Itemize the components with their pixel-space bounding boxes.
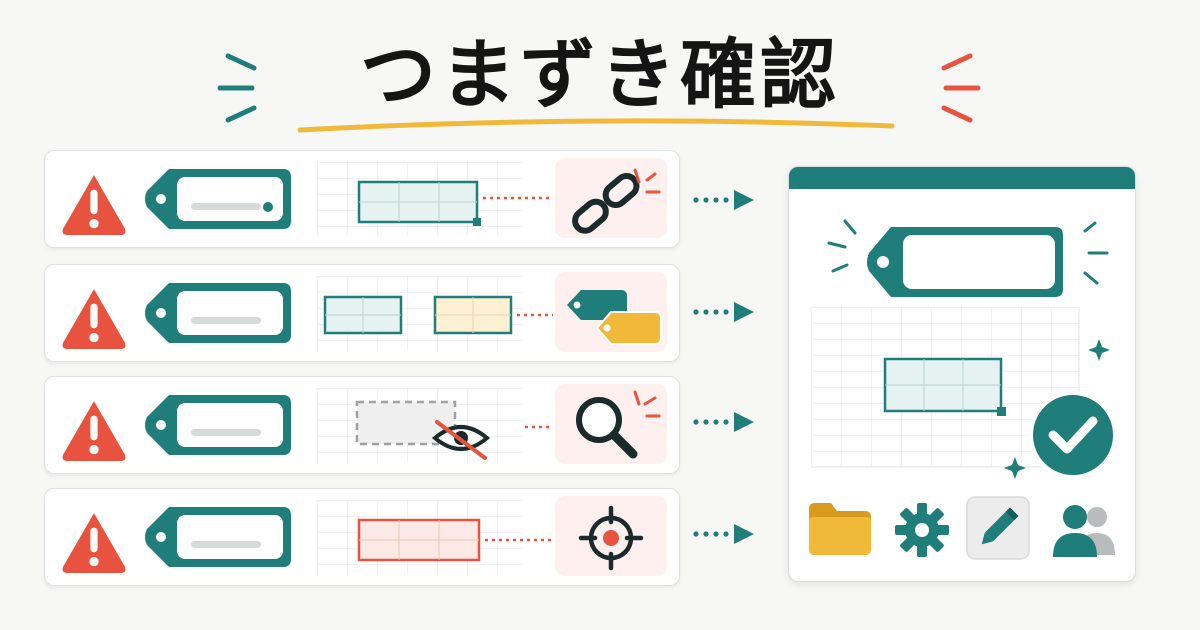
issue-row-duplicate-tags: [44, 264, 680, 362]
broken-link-icon: [572, 168, 661, 234]
duplicate-tags-icon: [567, 290, 662, 345]
issue-row-broken-link: [44, 150, 680, 248]
spreadsheet-grid: [317, 500, 553, 574]
spreadsheet-grid: [317, 276, 553, 350]
arrow-right-icon: [693, 412, 754, 432]
header: つまずき確認: [0, 22, 1200, 142]
spreadsheet-grid: [317, 162, 553, 236]
warning-icon: [62, 175, 126, 235]
arrow-right-icon: [693, 190, 754, 210]
issue-row-wrong-range: [44, 488, 680, 586]
magnifier-box: [555, 384, 667, 464]
tag-icon: [145, 283, 291, 343]
sparkle-icon: [1004, 457, 1026, 479]
check-icon: [1029, 391, 1117, 479]
warning-icon: [62, 513, 126, 573]
burst-left-icon: [217, 53, 257, 123]
highlighted-tag-icon: [827, 219, 1109, 297]
target-box: [555, 496, 667, 576]
page-title: つまずき確認: [360, 30, 840, 119]
folder-icon: [809, 503, 871, 555]
pencil-icon: [966, 496, 1030, 560]
warning-icon: [62, 289, 126, 349]
tag-icon: [145, 395, 291, 455]
tag-icon: [145, 169, 291, 229]
burst-right-icon: [941, 53, 981, 123]
sparkle-icon: [1088, 339, 1110, 361]
gear-icon: [895, 503, 949, 557]
window-title-bar: [789, 167, 1135, 189]
issue-row-hidden-range: [44, 376, 680, 474]
spreadsheet-grid: [317, 388, 553, 462]
duplicate-tags-box: [555, 272, 667, 352]
target-icon: [578, 505, 644, 571]
title-underline: [297, 118, 895, 133]
hidden-eye-icon: [431, 420, 491, 460]
broken-link-box: [555, 158, 667, 238]
warning-icon: [62, 401, 126, 461]
arrow-right-icon: [693, 302, 754, 322]
magnifier-icon: [576, 390, 661, 459]
tag-icon: [145, 507, 291, 567]
arrow-right-icon: [693, 524, 754, 544]
result-window: [788, 166, 1136, 582]
users-icon: [1053, 505, 1115, 557]
